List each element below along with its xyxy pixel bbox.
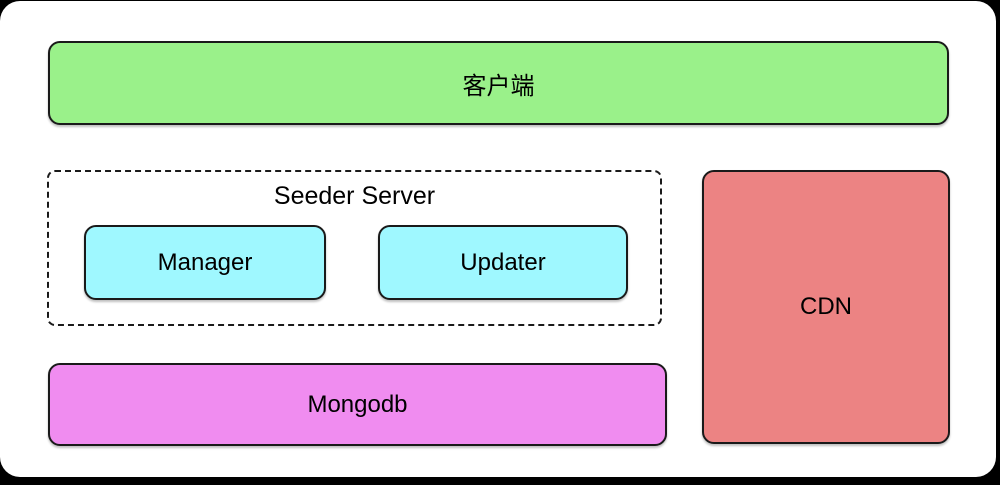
- client-node-label: 客户端: [462, 72, 535, 100]
- updater-node-label: Updater: [460, 248, 546, 276]
- manager-node: Manager: [84, 225, 326, 300]
- mongodb-node-label: Mongodb: [307, 390, 408, 418]
- mongodb-node: Mongodb: [48, 363, 667, 446]
- updater-node: Updater: [378, 225, 628, 300]
- seeder-server-group: Seeder Server Manager Updater: [47, 170, 662, 326]
- seeder-server-group-label: Seeder Server: [273, 182, 436, 210]
- client-node: 客户端: [48, 41, 949, 125]
- manager-node-label: Manager: [157, 248, 253, 276]
- diagram-canvas: 客户端 Seeder Server Manager Updater Mongod…: [0, 1, 996, 477]
- cdn-node: CDN: [702, 170, 950, 444]
- cdn-node-label: CDN: [800, 293, 852, 320]
